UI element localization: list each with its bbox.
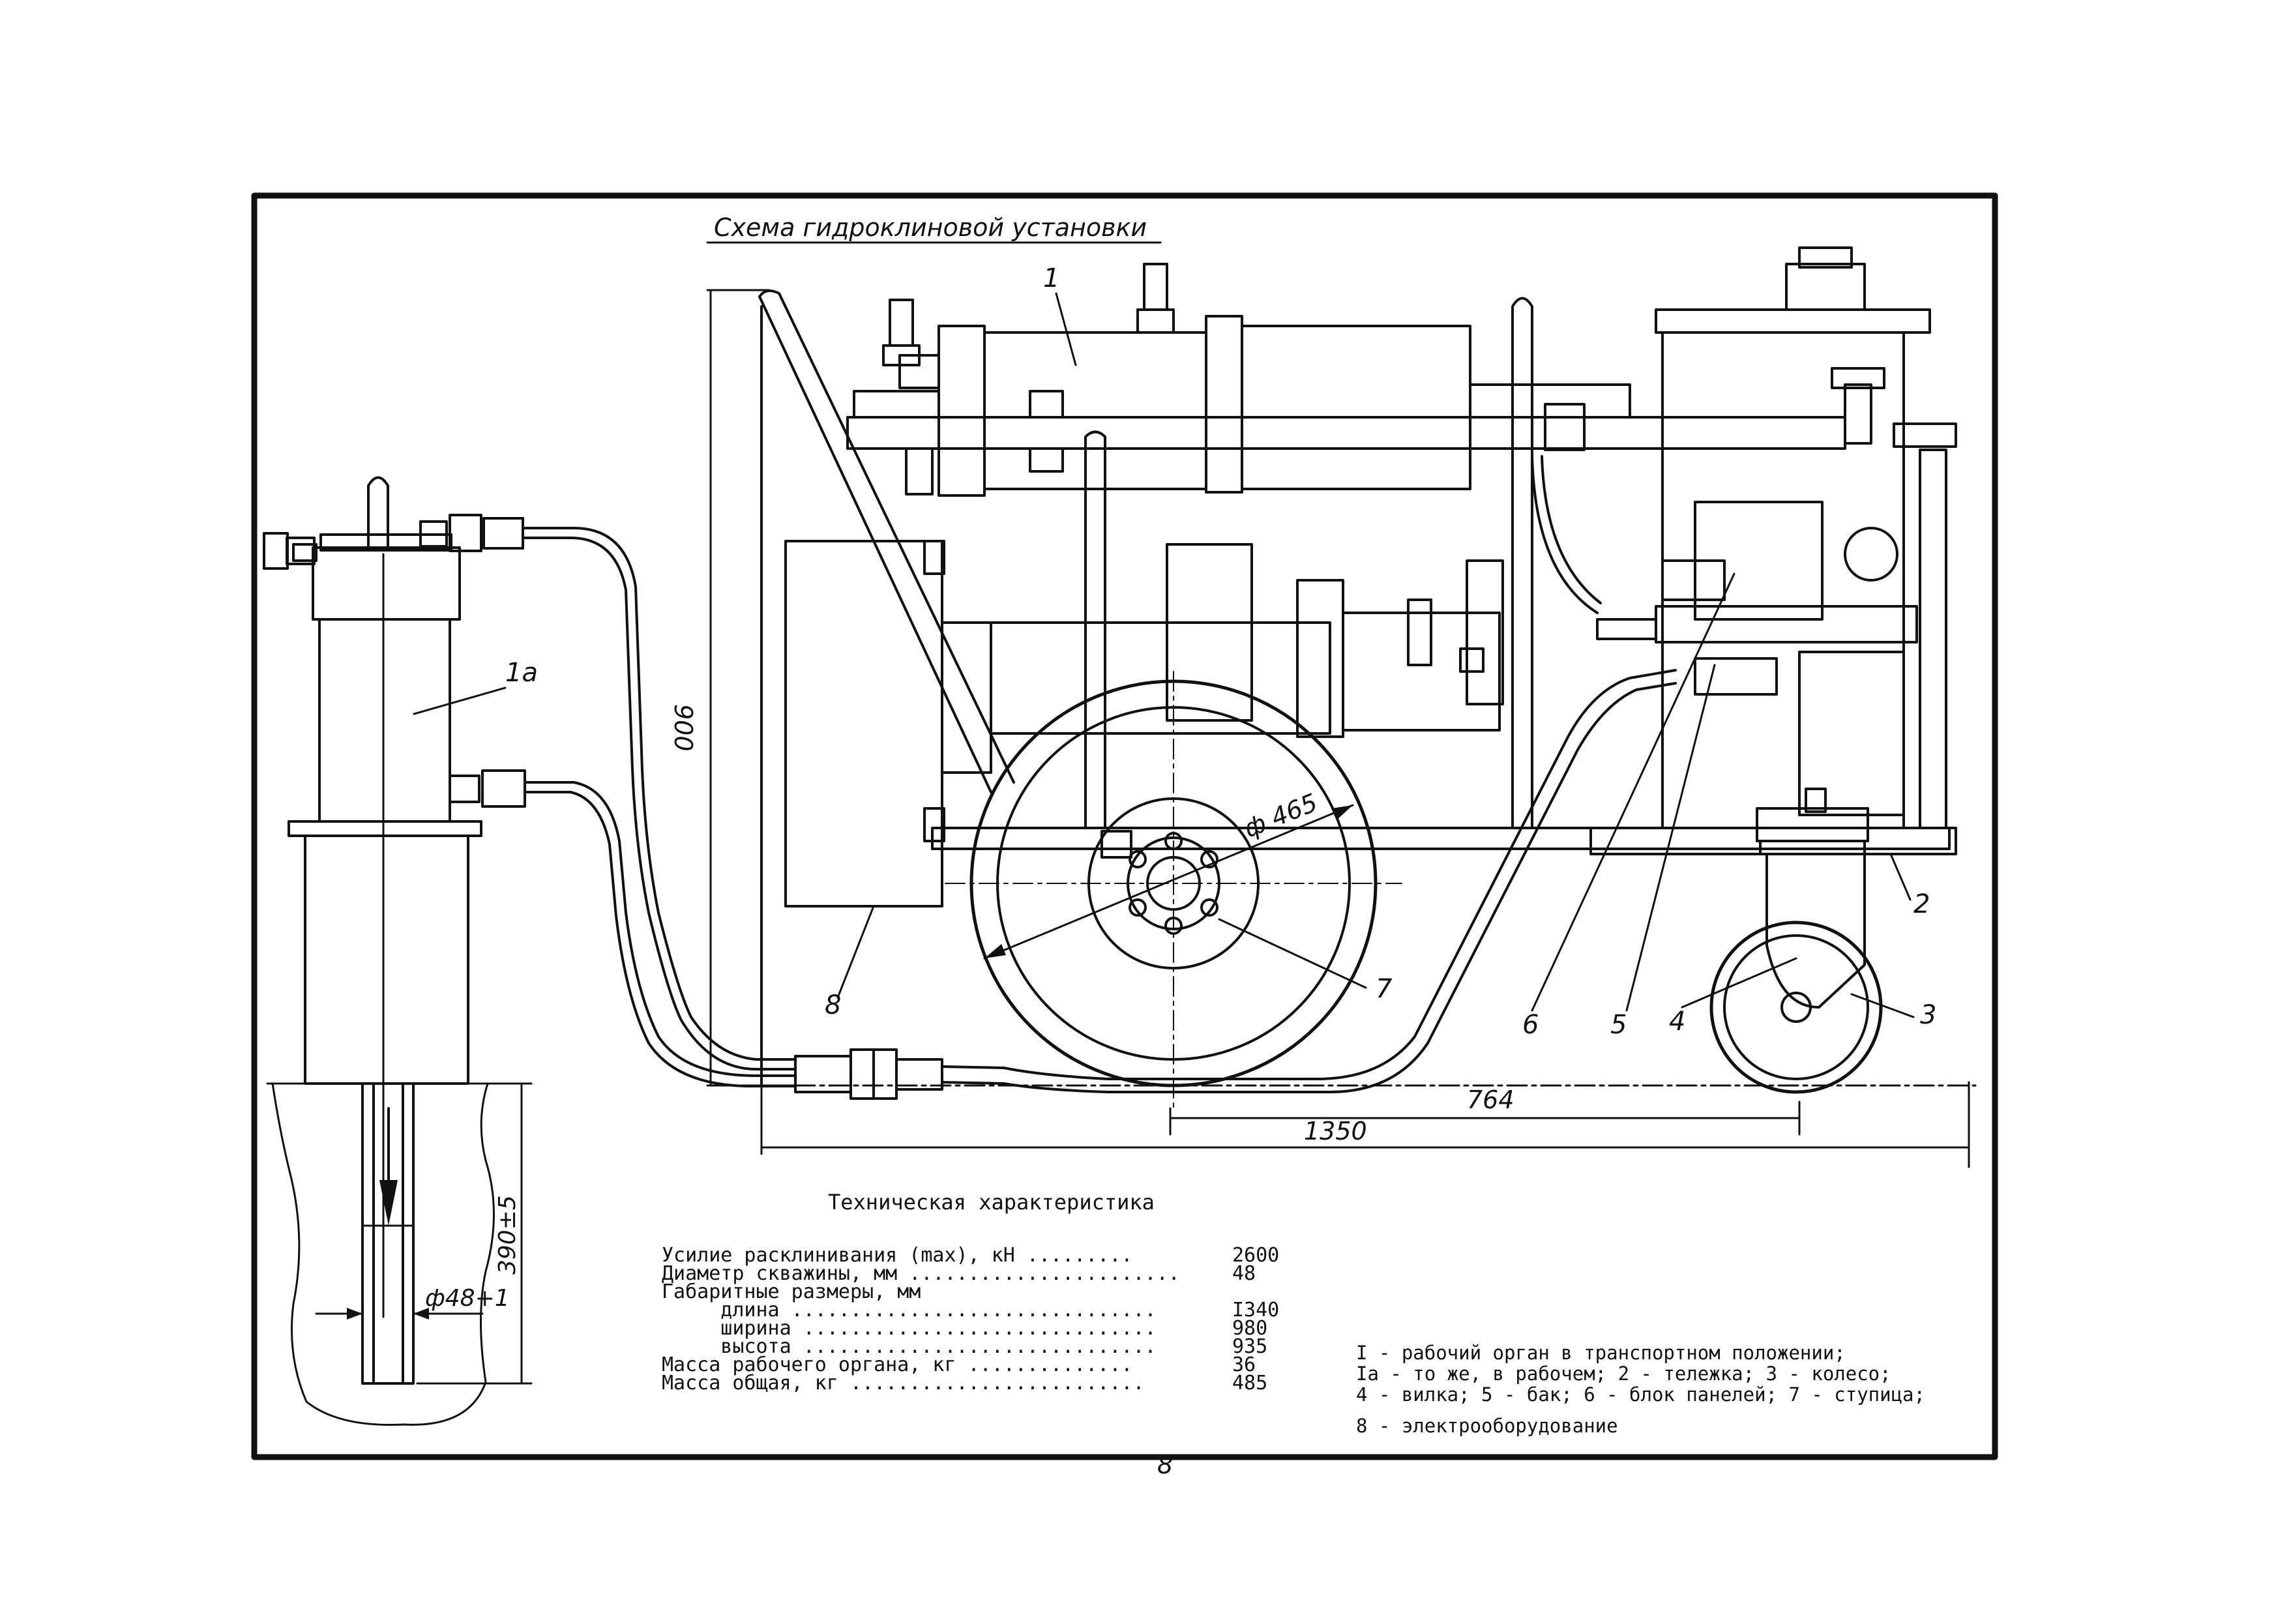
label-3: 3 [1920, 1000, 1936, 1030]
legend-line: 4 - вилка; 5 - бак; 6 - блок панелей; 7 … [1356, 1383, 1925, 1406]
spec-row-label: высота .............................. [662, 1335, 1157, 1358]
label-4: 4 [1669, 1007, 1685, 1037]
drawing-title: Схема гидроклиновой установки [714, 213, 1147, 242]
spec-row-label: длина ............................... [662, 1299, 1157, 1321]
dim-span-764: 764 [1467, 1085, 1514, 1114]
spec-row-label: Масса рабочего органа, кг .............. [662, 1353, 1132, 1376]
dim-height-900: 900 [669, 704, 698, 752]
leader-4 [1681, 957, 1797, 1009]
leader-7 [1218, 918, 1367, 989]
legend-line: I - рабочий орган в транспортном положен… [1356, 1342, 1846, 1364]
spec-row-value: 935 [1232, 1335, 1267, 1358]
leader-3 [1850, 993, 1915, 1018]
page-number: 8 [1157, 1451, 1173, 1479]
spec-row-label: Усилие расклинивания (max), кН ......... [662, 1244, 1132, 1267]
leader-8 [836, 905, 875, 999]
label-2: 2 [1913, 889, 1930, 919]
specs-heading: Техническая характеристика [828, 1190, 1155, 1215]
legend-line: Iа - то же, в рабочем; 2 - тележка; 3 - … [1356, 1363, 1891, 1385]
label-1a: 1а [505, 658, 538, 688]
spec-row-label: ширина .............................. [662, 1317, 1157, 1340]
spec-row-label: Диаметр скважины, мм ...................… [662, 1262, 1180, 1285]
label-5: 5 [1610, 1010, 1627, 1040]
hose-coupling [794, 669, 1677, 1100]
spec-row-value: 980 [1232, 1317, 1267, 1340]
dim-depth: 390±5 [494, 1195, 521, 1275]
working-organ-1 [853, 263, 1631, 497]
legend: I - рабочий орган в транспортном положен… [1356, 1342, 1925, 1437]
label-6: 6 [1522, 1010, 1539, 1040]
leader-2 [1889, 853, 1912, 901]
leader-1a [413, 687, 507, 715]
spec-row-label: Габаритные размеры, мм [662, 1280, 921, 1303]
leader-1 [1055, 292, 1077, 366]
panel-block-6 [1531, 455, 1918, 816]
castor-wheel-3 [1709, 788, 1883, 1094]
spec-row-value: I340 [1232, 1299, 1279, 1321]
leader-5 [1625, 664, 1716, 1012]
motor-assembly [784, 540, 1504, 908]
legend-line: 8 - электрооборудование [1356, 1415, 1618, 1437]
working-organ-1a [263, 476, 533, 1426]
dimension-lines [706, 289, 1977, 1168]
leader-6 [1531, 572, 1735, 1012]
dim-bore-diameter: ф48+1 [425, 1285, 510, 1312]
spec-row-value: 48 [1232, 1262, 1256, 1285]
tank-5 [1655, 246, 1931, 829]
spec-row-value: 2600 [1232, 1244, 1279, 1267]
spec-row-value: 36 [1232, 1353, 1256, 1376]
dim-span-1350: 1350 [1304, 1117, 1367, 1145]
hydraulic-hoses [522, 527, 797, 1088]
label-1: 1 [1043, 263, 1059, 293]
main-wheel [945, 671, 1402, 1109]
drawing-frame [251, 192, 1998, 1460]
label-7: 7 [1376, 974, 1393, 1004]
spec-row-value: 485 [1232, 1372, 1267, 1395]
specs-table: Усилие расклинивания (max), кН .........… [662, 1244, 1279, 1395]
spec-row-label: Масса общая, кг ........................… [662, 1372, 1145, 1395]
